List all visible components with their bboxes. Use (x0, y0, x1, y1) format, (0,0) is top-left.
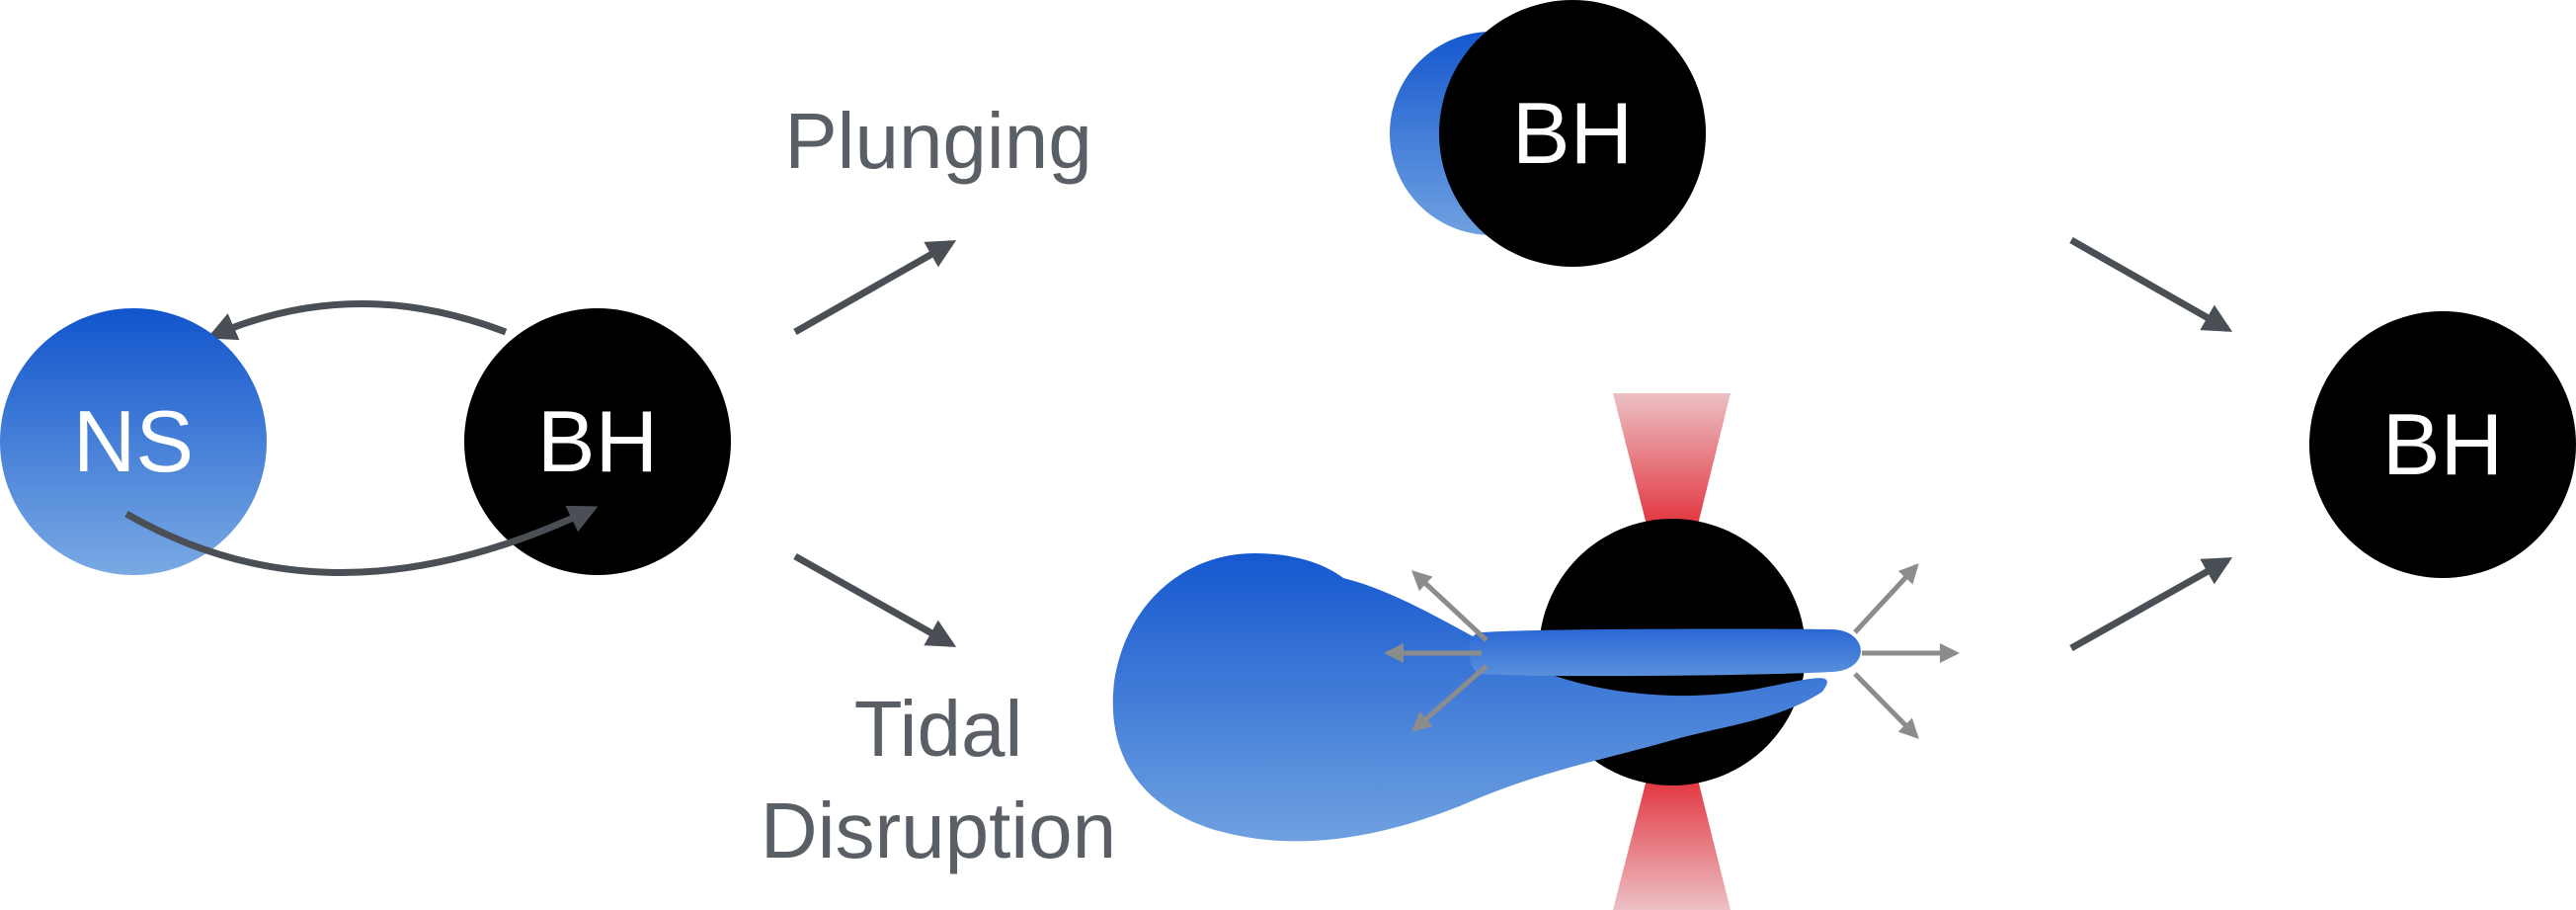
ejecta-arrow-lower-left (1410, 664, 1489, 732)
arrow-to-tidal-disruption (793, 552, 957, 648)
plunging-label: Plunging (784, 97, 1091, 185)
arrow-plunging-to-final (2069, 236, 2233, 333)
plunging-black-hole (1439, 0, 1706, 267)
arrow-to-plunging (793, 239, 957, 336)
final-state: BH (2309, 311, 2576, 578)
final-black-hole (2309, 311, 2576, 578)
tidal-disruption-system (1112, 393, 1960, 910)
arrow-tidal-to-final (2069, 556, 2233, 652)
neutron-star-label: NS (73, 392, 194, 490)
ejecta-arrow-upper-left (1411, 570, 1489, 642)
ejecta-arrow-upper-right (1853, 563, 1919, 634)
orbit-arrow-lower (124, 505, 599, 577)
plunging-system: BH (1390, 0, 1706, 267)
black-hole-initial (464, 308, 731, 575)
tidal-label-line1: Tidal (854, 685, 1022, 773)
jet-bottom (1613, 776, 1731, 910)
final-black-hole-label: BH (2382, 395, 2503, 493)
neutron-star (0, 308, 267, 575)
tidal-label-line2: Disruption (761, 786, 1116, 874)
ejecta-arrows (1384, 563, 1960, 739)
tidal-stream (1112, 553, 1827, 842)
plunging-black-hole-label: BH (1512, 84, 1633, 182)
jet-top (1613, 393, 1731, 529)
black-hole-initial-label: BH (537, 392, 658, 490)
ejecta-arrow-lower-right (1853, 672, 1919, 739)
orbit-arrow-upper (206, 300, 508, 341)
initial-binary: NS BH (0, 300, 731, 577)
accretion-disk (1468, 628, 1861, 677)
